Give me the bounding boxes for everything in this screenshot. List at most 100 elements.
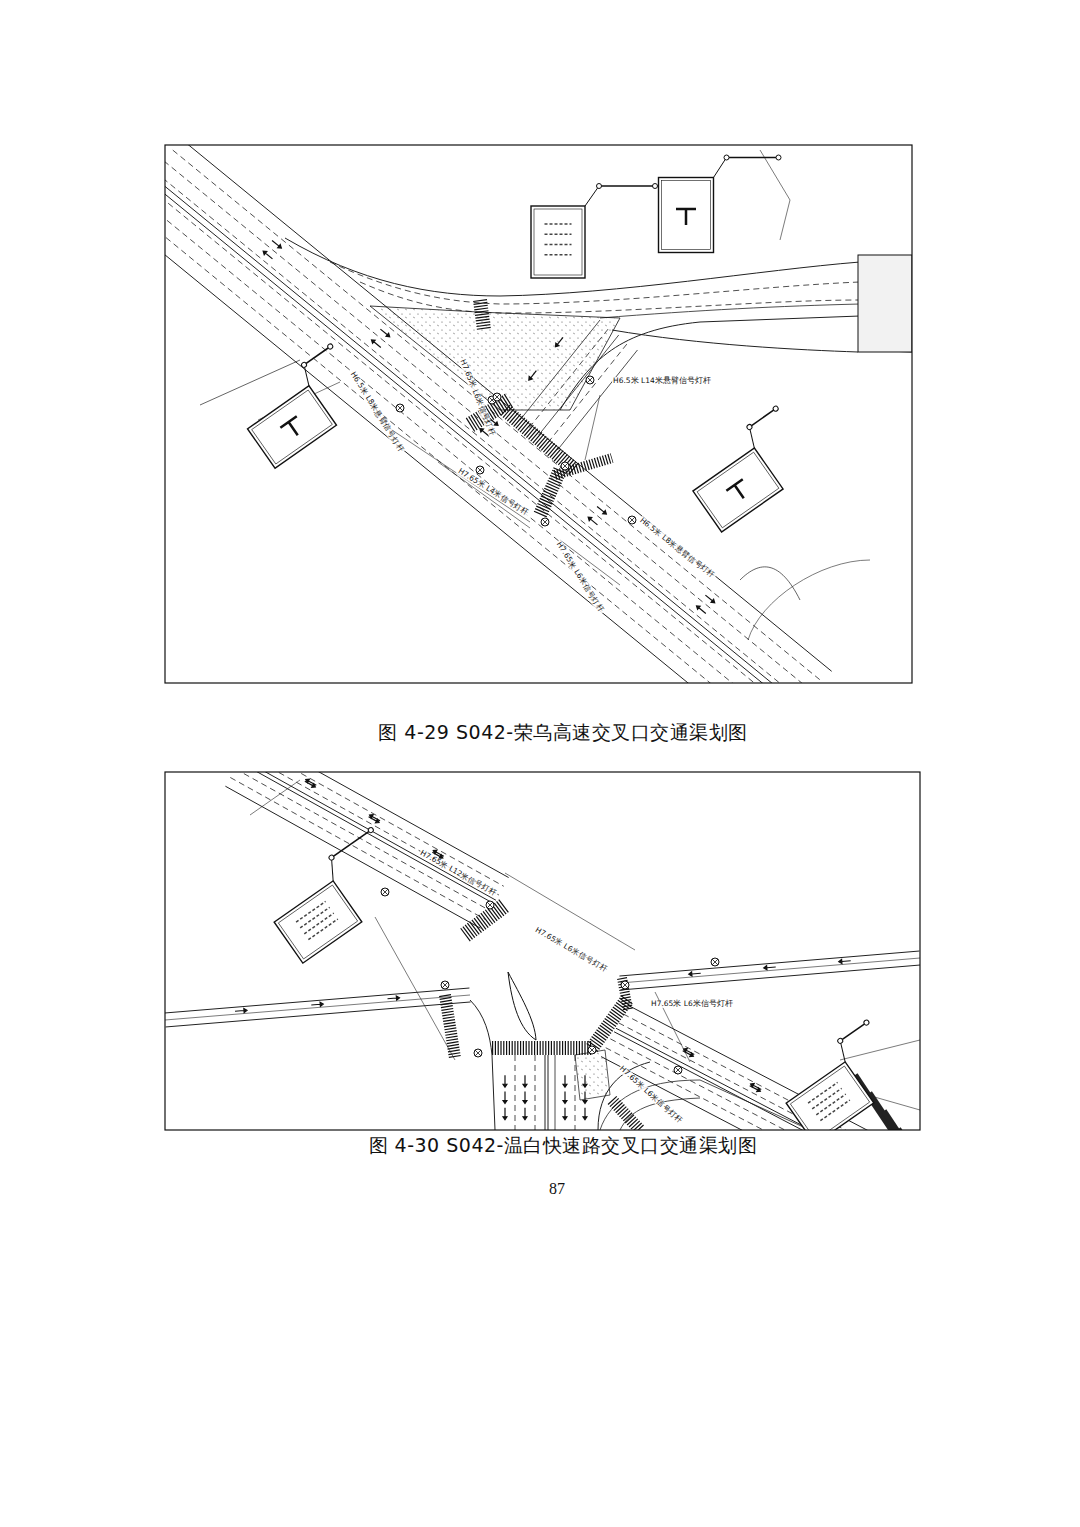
road-line xyxy=(619,1023,920,1130)
road-line xyxy=(616,1028,920,1130)
lane-arrow xyxy=(503,1108,507,1120)
lane-arrow xyxy=(527,369,538,381)
sign-text-mark xyxy=(545,254,572,256)
road-line xyxy=(182,145,832,671)
signal-pole xyxy=(586,376,594,384)
sign-board xyxy=(261,827,413,964)
sign-arm xyxy=(743,427,761,448)
signal-pole xyxy=(474,1049,482,1057)
signal-pole xyxy=(628,516,636,524)
bridge-deck xyxy=(858,255,912,352)
sign-board-inner xyxy=(534,209,582,275)
lane-arrow xyxy=(563,1075,567,1087)
signal-pole xyxy=(561,462,569,470)
sign-post xyxy=(746,424,753,431)
signal-pole xyxy=(621,981,629,989)
sign-post xyxy=(772,405,779,412)
road-edge xyxy=(612,330,858,352)
lane-arrow xyxy=(262,250,274,261)
signal-pole-mark xyxy=(675,1067,681,1073)
signal-pole-mark xyxy=(622,982,628,988)
lane-arrow xyxy=(704,594,716,605)
lane-arrow xyxy=(523,1108,527,1120)
crosswalk xyxy=(555,458,612,475)
figure-4-29 xyxy=(165,145,912,683)
sign-board-outer xyxy=(693,448,783,532)
figure-caption: 图 4-29 S042-荣乌高速交叉口交通渠划图 xyxy=(378,720,747,746)
sign-arm xyxy=(727,157,779,159)
signal-pole xyxy=(486,901,494,909)
sign-text-mark xyxy=(545,234,572,236)
signal-pole-mark xyxy=(712,959,718,965)
road-edge xyxy=(545,1055,548,1130)
pole-spec-label: H7.65米 L12米信号灯杆 xyxy=(418,848,499,897)
lane-arrow xyxy=(587,516,599,527)
lane-arrow xyxy=(271,239,283,250)
terrain-line xyxy=(760,150,790,240)
signal-pole xyxy=(711,958,719,966)
road-line xyxy=(165,988,469,1013)
lane-arrow xyxy=(305,778,317,787)
road-line xyxy=(539,335,619,435)
terrain-line xyxy=(250,780,920,1110)
terrain-line xyxy=(200,360,800,600)
sign-board-inner xyxy=(252,390,333,464)
signal-pole xyxy=(674,1066,682,1074)
road-line xyxy=(241,772,496,900)
road-line xyxy=(165,172,805,683)
sign-board xyxy=(531,184,658,279)
sign-post xyxy=(301,361,308,368)
pole-arm xyxy=(585,395,600,460)
sign-board-inner xyxy=(662,181,711,250)
sign-board-inner xyxy=(278,885,357,959)
road-line xyxy=(173,150,823,682)
pole-spec-label: H7.65米 L4米信号灯杆 xyxy=(456,467,531,518)
road-edge xyxy=(330,262,860,304)
signal-pole xyxy=(541,518,549,526)
sign-text-mark xyxy=(812,1088,841,1109)
signal-pole-mark xyxy=(477,467,483,473)
sign-text-mark xyxy=(545,244,572,246)
sign-post xyxy=(776,155,781,160)
dimension-line xyxy=(375,873,690,1062)
lane-arrow xyxy=(583,1108,587,1120)
sign-text-mark xyxy=(820,1100,849,1121)
page-number: 87 xyxy=(549,1180,565,1198)
crosswalk xyxy=(445,995,455,1058)
signal-pole xyxy=(441,981,449,989)
lane-arrow xyxy=(695,604,707,615)
signal-pole-mark xyxy=(397,405,403,411)
sign-arm xyxy=(297,365,315,386)
lane-arrow xyxy=(523,1092,527,1104)
sign-post xyxy=(367,827,374,834)
road-line xyxy=(165,161,814,683)
road-line xyxy=(165,176,802,683)
crosswalk xyxy=(622,978,628,1010)
road-edge xyxy=(360,282,860,313)
road-edge xyxy=(515,1055,516,1130)
sign-post xyxy=(837,1037,844,1044)
sign-text-mark xyxy=(296,901,325,922)
road-line xyxy=(601,1057,920,1130)
road-line xyxy=(619,951,919,976)
traffic-island xyxy=(508,972,536,1040)
pole-spec-label: H7.65米 L6米信号灯杆 xyxy=(533,926,609,974)
pole-spec-label: H6.5米 L8米悬臂信号灯杆 xyxy=(638,516,717,580)
sign-text-mark xyxy=(300,907,329,928)
signal-pole-mark xyxy=(487,902,493,908)
pole-spec-label: H7.65米 L6米信号灯杆 xyxy=(617,1064,684,1126)
sign-board xyxy=(659,155,782,253)
sign-post xyxy=(653,184,658,189)
crosswalk xyxy=(540,470,560,515)
crosswalk xyxy=(592,998,628,1048)
sign-text-mark xyxy=(816,1094,845,1115)
sign-board-inner xyxy=(790,1066,869,1130)
road-line xyxy=(165,217,768,683)
lane-arrow xyxy=(311,1002,323,1007)
sign-post xyxy=(863,1019,870,1026)
dimension-line xyxy=(380,422,620,585)
lane-arrow xyxy=(563,1092,567,1104)
signal-pole-mark xyxy=(382,889,388,895)
signal-pole xyxy=(588,1046,596,1054)
